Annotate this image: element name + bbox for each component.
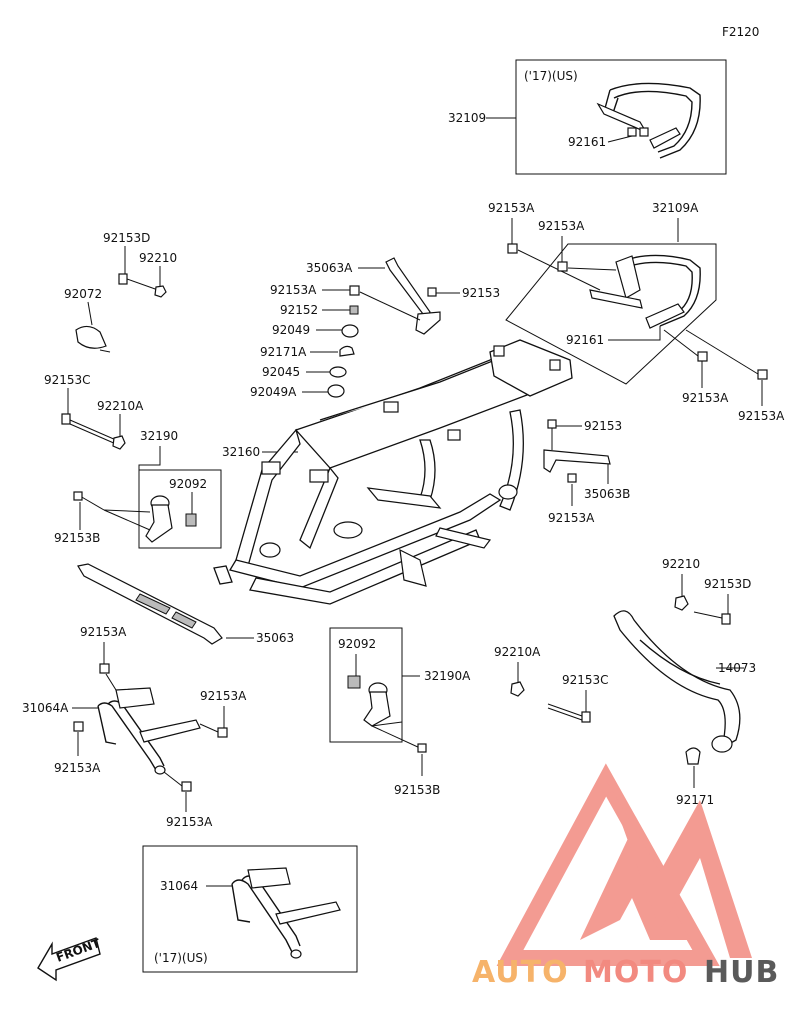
bolt-92153A-9 [73,721,84,732]
bolt-92153C-a [61,413,117,445]
label-92153A-3: 92153A [538,219,585,233]
label-92153A-6: 92153A [548,511,595,525]
inset-box-32190 [138,469,222,549]
label-92153C-a: 92153C [44,373,91,387]
bolt-92153B-a [73,491,83,501]
nut-92210A-a [112,435,126,450]
label-92092-a: 92092 [169,477,207,491]
label-92153A-8: 92153A [200,689,247,703]
inset-box-top: ('17)(US) 32109 92161 [448,59,727,175]
label-92153B-b: 92153B [394,783,440,797]
bolt-92153A-4 [697,351,708,362]
small-parts-stack [327,285,421,398]
exhaust-pipe-14073 [613,610,741,753]
bolt-92153D-b [693,611,731,625]
label-92153A-9: 92153A [54,761,101,775]
label-32160: 32160 [222,445,260,459]
inset-box-bottom: 31064 ('17)(US) [142,845,358,973]
label-35063A: 35063A [306,261,353,275]
watermark-auto: AUTO [472,955,569,990]
clamp-92171 [685,747,701,765]
label-92210-a: 92210 [139,251,177,265]
stay-35063 [77,563,223,645]
bolt-92153A-2 [507,243,518,254]
label-92072: 92072 [64,287,102,301]
label-32109: 32109 [448,111,486,125]
stay-35063B [543,428,611,473]
inset-note-bottom: ('17)(US) [154,951,208,965]
label-92210A-b: 92210A [494,645,541,659]
bolt-92153A-8 [217,727,228,738]
bolt-92153D-a [118,273,159,291]
label-31064A: 31064A [22,701,69,715]
main-frame-32160 [213,339,573,605]
figure-code: F2120 [722,25,759,39]
footrest-bracket-31064A [97,687,201,775]
label-32109A: 32109A [652,201,699,215]
stay-35063A [385,257,441,335]
label-92153D-a: 92153D [103,231,150,245]
label-92153D-b: 92153D [704,577,751,591]
label-92092-b: 92092 [338,637,376,651]
rear-carrier-bracket-32109A [589,254,701,329]
label-32190A: 32190A [424,669,471,683]
label-35063: 35063 [256,631,294,645]
mount-bracket-32190 [145,495,197,543]
label-92210A-a: 92210A [97,399,144,413]
label-92171A: 92171A [260,345,307,359]
label-92153-b: 92153 [584,419,622,433]
label-92153B-a: 92153B [54,531,100,545]
label-92152: 92152 [280,303,318,317]
label-92153A-7: 92153A [80,625,127,639]
nut-92210-b [674,595,689,611]
inset-note-top: ('17)(US) [524,69,578,83]
label-35063B: 35063B [584,487,630,501]
bolt-92153C-b [547,703,591,723]
label-92153-a: 92153 [462,286,500,300]
bolt-92153A-3 [557,261,568,272]
inset-box-32109A [505,243,717,385]
front-arrow: FRONT [37,936,103,982]
label-92153A-10: 92153A [166,815,213,829]
bolt-92153B-b [417,743,427,753]
watermark-logo [496,763,752,966]
label-92210-b: 92210 [662,557,700,571]
label-14073: 14073 [718,661,756,675]
label-92153C-b: 92153C [562,673,609,687]
label-32190: 32190 [140,429,178,443]
label-92049: 92049 [272,323,310,337]
bolt-92153A-7 [99,663,110,674]
label-92153A-5: 92153A [738,409,785,423]
bolt-92153-b [547,419,557,429]
label-92153A-2: 92153A [488,201,535,215]
nut-92210-a [154,285,167,298]
inset-box-32190A [329,627,403,743]
label-92045: 92045 [262,365,300,379]
watermark-hub: HUB [704,955,779,990]
label-92161-r: 92161 [566,333,604,347]
bolt-92153A-6 [567,473,577,483]
rear-carrier-bracket-32109 [596,82,701,159]
nut-92210A-b [510,681,525,697]
label-31064: 31064 [160,879,198,893]
bolt-92153-a [427,287,437,297]
label-92153A-1: 92153A [270,283,317,297]
label-92153A-4: 92153A [682,391,729,405]
band-92072 [75,325,111,353]
footrest-bracket-31064 [231,867,341,959]
watermark-moto: MOTO [583,955,688,990]
label-92171: 92171 [676,793,714,807]
bolt-92153A-5 [757,369,768,380]
bolt-92153A-10 [181,781,192,792]
label-92049A: 92049A [250,385,297,399]
label-92161-top: 92161 [568,135,606,149]
mount-bracket-32190A [347,675,391,727]
